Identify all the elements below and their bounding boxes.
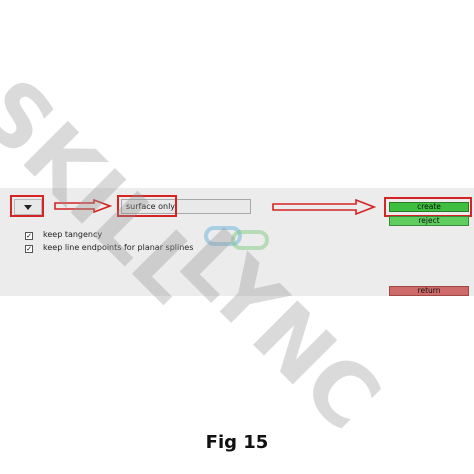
reject-button[interactable]: reject: [389, 216, 469, 226]
chain-link-logo-icon: [204, 226, 269, 250]
field-highlight: [117, 195, 177, 217]
return-button[interactable]: return: [389, 286, 469, 296]
keep-line-endpoints-label: keep line endpoints for planar splines: [43, 243, 194, 252]
arrow-to-field-icon: [54, 199, 112, 213]
keep-tangency-label: keep tangency: [43, 230, 103, 239]
chevron-down-icon: [24, 205, 32, 210]
arrow-to-create-icon: [272, 199, 376, 215]
figure-caption: Fig 15: [205, 432, 269, 453]
keep-line-endpoints-checkbox[interactable]: ✓: [25, 245, 33, 253]
mode-dropdown[interactable]: [14, 199, 42, 215]
create-highlight: [384, 197, 472, 217]
mode-field[interactable]: surface only: [121, 199, 251, 214]
keep-tangency-checkbox[interactable]: ✓: [25, 232, 33, 240]
create-button[interactable]: create: [389, 202, 469, 212]
dropdown-highlight: [10, 195, 44, 217]
